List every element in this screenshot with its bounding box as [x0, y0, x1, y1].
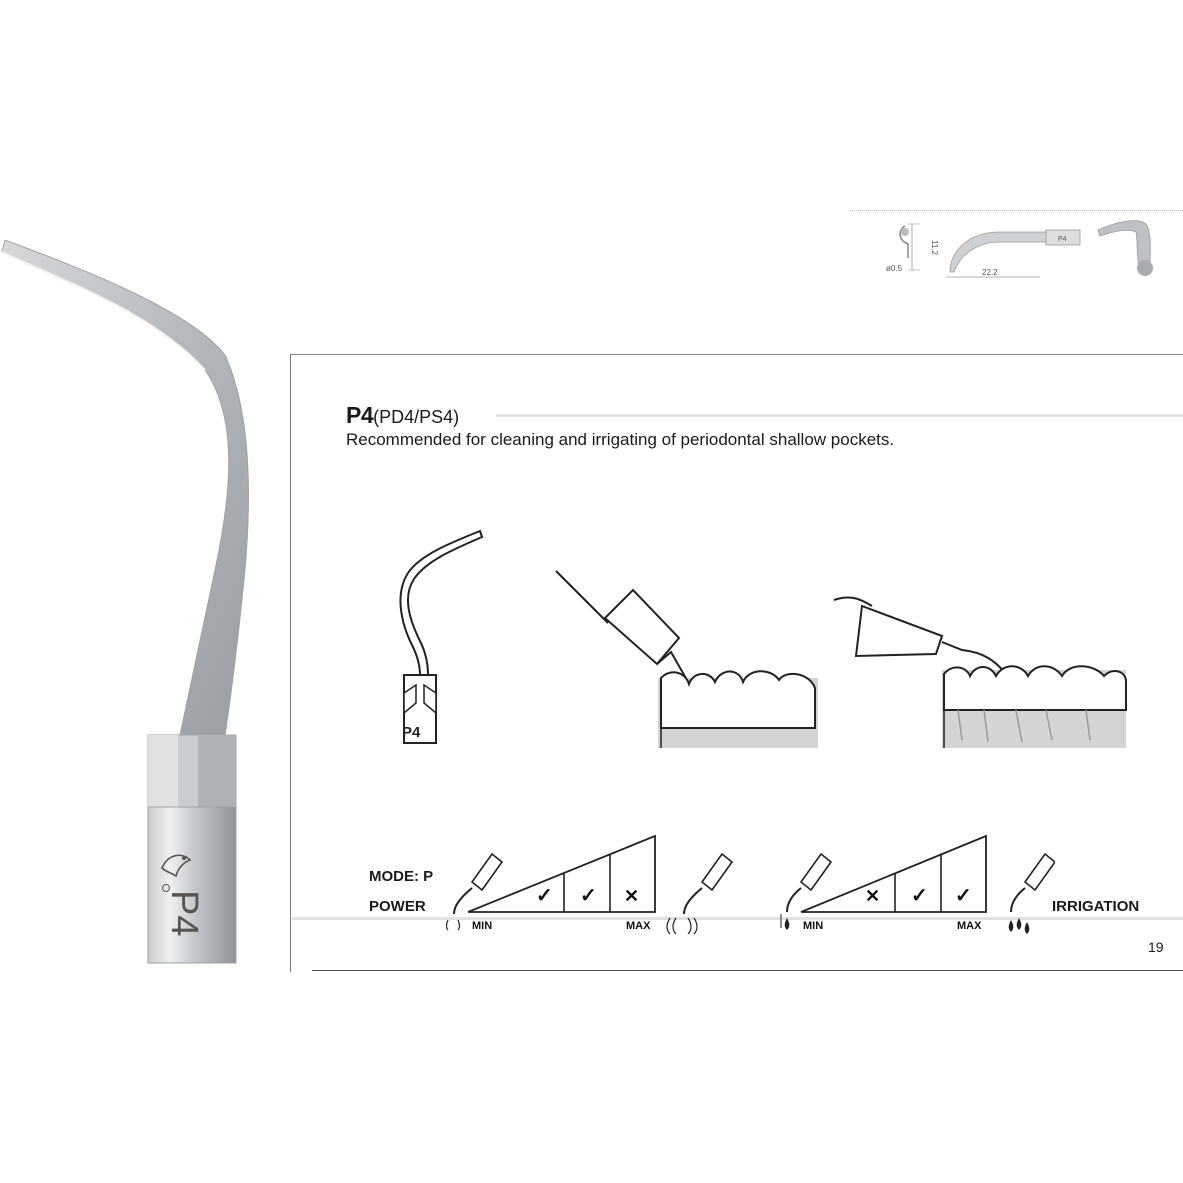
engraved-code: P4 — [163, 890, 205, 936]
product-code: P4 — [346, 402, 374, 428]
power-min: MIN — [472, 920, 492, 932]
irrigation-scale: ✕ ✓ ✓ MIN MAX — [780, 834, 1055, 934]
power-label: POWER — [369, 898, 426, 915]
handpiece-min-icon — [445, 852, 504, 931]
power-mark-3: ✕ — [624, 886, 639, 906]
power-mark-1: ✓ — [536, 885, 553, 907]
irrigation-wedge — [800, 834, 987, 913]
power-mark-2: ✓ — [580, 885, 597, 907]
irrigation-mark-2: ✓ — [911, 885, 928, 907]
product-photo: P4 — [1, 240, 249, 964]
usage-illustration-1 — [555, 570, 818, 748]
content-frame — [290, 354, 1183, 972]
dimension-panel: 11.2 ø0.5 P4 22.2 — [850, 210, 1183, 285]
dim-length: 22.2 — [982, 268, 998, 277]
product-title: P4(PD4/PS4) — [346, 402, 459, 429]
footer-divider — [292, 917, 1183, 920]
irrigation-label: IRRIGATION — [1052, 898, 1140, 915]
usage-illustration-2 — [833, 596, 1127, 748]
irrigation-mark-1: ✕ — [865, 886, 880, 906]
power-scale: ✓ ✓ ✕ MIN MAX — [445, 834, 734, 935]
title-divider — [496, 414, 1183, 417]
dim-height: 11.2 — [930, 240, 939, 256]
power-max: MAX — [626, 920, 651, 932]
brand-logo-icon — [161, 854, 192, 892]
mode-label: MODE: P — [369, 868, 434, 885]
handpiece-max-icon — [666, 852, 734, 935]
irrigation-min: MIN — [803, 920, 823, 932]
dim-diameter: ø0.5 — [886, 264, 903, 273]
bottom-rule — [312, 970, 1183, 971]
handpiece-drip-min-icon — [780, 852, 833, 930]
tip-needle — [1, 240, 249, 736]
product-description: Recommended for cleaning and irrigating … — [346, 430, 895, 449]
illustration-tip-label: P4 — [402, 724, 421, 741]
power-wedge — [467, 834, 656, 913]
dimension-drawing: 11.2 ø0.5 P4 22.2 — [886, 220, 1153, 278]
tip-body — [147, 806, 237, 964]
page-number: 19 — [1148, 939, 1164, 955]
product-alt-codes: (PD4/PS4) — [373, 407, 460, 427]
irrigation-mark-3: ✓ — [955, 885, 972, 907]
tip-line-drawing: P4 — [399, 529, 484, 744]
dim-tip-label: P4 — [1058, 236, 1067, 243]
irrigation-max: MAX — [957, 920, 982, 932]
handpiece-drip-max-icon — [1008, 852, 1055, 934]
